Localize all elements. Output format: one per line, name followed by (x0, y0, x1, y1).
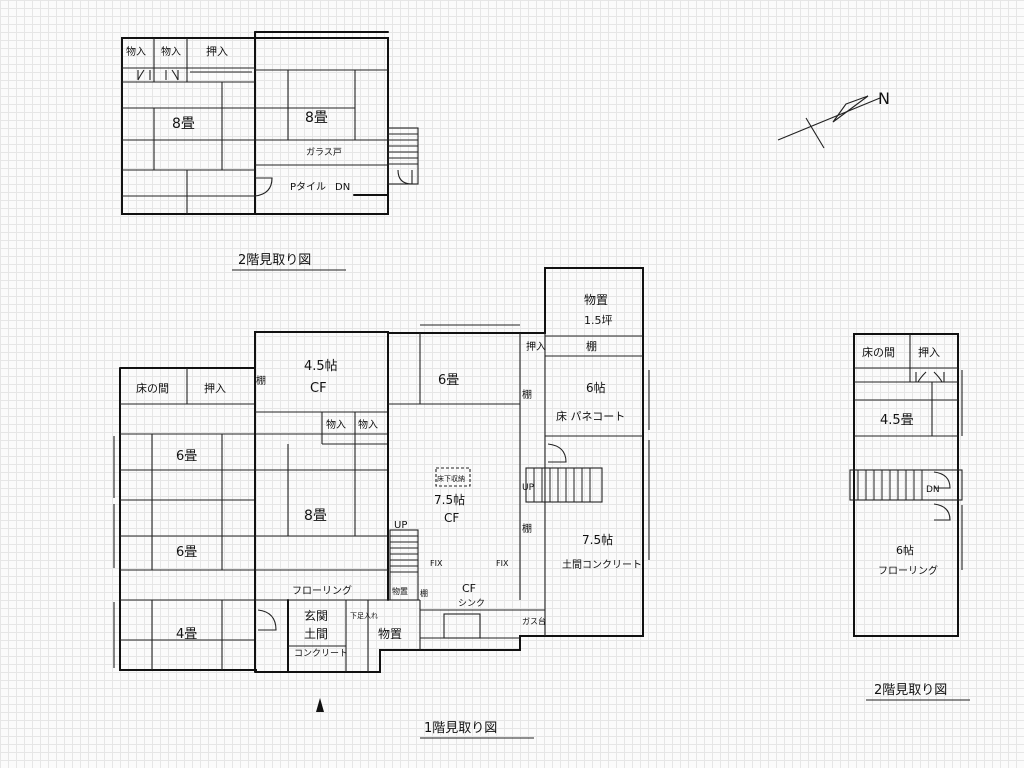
compass-label: N (878, 89, 890, 108)
gf-shelf-top: 棚 (586, 339, 597, 353)
annex-dn: DN (926, 485, 940, 495)
gf-shelf-mid-2: 棚 (522, 522, 532, 535)
upper-main-oshiire: 押入 (206, 44, 228, 58)
gf-shelf-small: 棚 (420, 588, 428, 598)
gf-genkan-doma: 土間 (304, 627, 328, 641)
gf-underfloor-storage: 床下収納 (437, 474, 465, 483)
gf-storage-top-size: 1.5坪 (584, 314, 613, 327)
ground-floor-plan (113, 267, 650, 712)
gf-oshiire-left: 押入 (204, 381, 226, 395)
upper-main-room-8jo-1: 8畳 (172, 116, 195, 132)
gf-room-8jo: 8畳 (304, 508, 327, 524)
gf-genkan-concrete: コンクリート (294, 648, 348, 659)
gf-storage-top: 物置 (584, 293, 608, 307)
annex-oshiire: 押入 (918, 345, 940, 359)
upper-main-title: 2階見取り図 (238, 253, 311, 268)
gf-cf-2: CF (444, 511, 459, 525)
annex-room-45jo: 4.5畳 (880, 413, 914, 428)
ground-floor-title: 1階見取り図 (424, 721, 497, 736)
gf-room-6jo-b: 6畳 (176, 545, 197, 560)
upper-main-room-8jo-2: 8畳 (305, 110, 328, 126)
gf-shelf-left: 棚 (256, 374, 266, 387)
annex-tokonoma: 床の間 (862, 345, 895, 359)
gf-room-75cho-kitchen: 7.5帖 (434, 492, 465, 507)
gf-storage-small: 物置 (392, 586, 408, 596)
gf-sink: シンク (458, 598, 485, 609)
gf-floor-panel: 床 パネコート (556, 409, 625, 423)
gf-oshiire-top: 押入 (526, 340, 546, 353)
gf-doma-concrete: 土間コンクリート (562, 558, 642, 571)
gf-fix-2: FIX (496, 559, 509, 568)
gf-gas-stove: ガス台 (522, 616, 546, 626)
annex-room-6jo: 6帖 (896, 544, 914, 557)
gf-fix-1: FIX (430, 559, 443, 568)
gf-monoire-1: 物入 (326, 418, 346, 431)
upper-annex-title: 2階見取り図 (874, 683, 947, 698)
gf-room-4jo: 4畳 (176, 627, 197, 642)
gf-shoe-storage: 下足入れ (350, 612, 378, 620)
upper-main-closet-2: 物入 (161, 45, 181, 58)
annex-flooring: フローリング (878, 564, 938, 577)
gf-room-45cho: 4.5帖 (304, 359, 338, 374)
gf-storage-bottom: 物置 (378, 627, 402, 641)
upper-main-p-tile: Pタイル (290, 181, 326, 193)
gf-room-75cho-doma: 7.5帖 (582, 532, 613, 547)
gf-room-6cho: 6帖 (586, 380, 606, 395)
upper-floor-annex-plan (849, 333, 963, 637)
upper-main-closet-1: 物入 (126, 45, 146, 58)
gf-cf-1: CF (310, 381, 327, 396)
gf-monoire-2: 物入 (358, 418, 378, 431)
gf-shelf-mid-1: 棚 (522, 388, 532, 401)
gf-up-1: UP (394, 520, 407, 531)
gf-genkan: 玄関 (304, 608, 328, 623)
gf-tokonoma: 床の間 (136, 381, 169, 395)
gf-room-6jo-top: 6畳 (438, 373, 459, 388)
upper-floor-main-plan (121, 31, 419, 215)
compass-north-arrow (777, 95, 881, 149)
upper-main-glass-door: ガラス戸 (306, 147, 342, 158)
upper-main-dn: DN (335, 182, 350, 193)
gf-flooring: フローリング (292, 584, 352, 597)
gf-room-6jo-a: 6畳 (176, 449, 197, 464)
gf-up-2: UP (522, 483, 535, 493)
gf-cf-3: CF (462, 582, 476, 595)
